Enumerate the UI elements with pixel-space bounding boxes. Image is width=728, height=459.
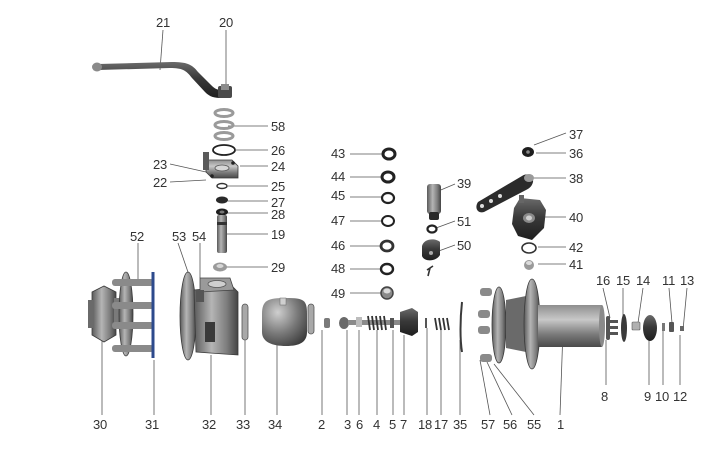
label-41: 41 xyxy=(569,257,584,272)
part-58-washers xyxy=(213,108,235,141)
part-2-small-washer xyxy=(324,318,330,328)
part-34-ball xyxy=(262,297,307,346)
label-23: 23 xyxy=(153,157,168,172)
label-9: 9 xyxy=(644,389,652,404)
label-29: 29 xyxy=(271,260,286,275)
label-13: 13 xyxy=(680,273,695,288)
part-42-o-ring xyxy=(521,242,537,254)
label-43: 43 xyxy=(331,146,346,161)
part-51-small-o-ring xyxy=(426,224,438,234)
label-10: 10 xyxy=(655,389,670,404)
label-48: 48 xyxy=(331,261,346,276)
label-36: 36 xyxy=(569,146,584,161)
label-14: 14 xyxy=(636,273,651,288)
part-35-seat-ring-b xyxy=(307,303,315,335)
label-32: 32 xyxy=(202,417,217,432)
part-32-valve-body xyxy=(179,271,239,361)
part-10-small-pin xyxy=(662,323,665,331)
label-45: 45 xyxy=(331,188,346,203)
label-44: 44 xyxy=(331,169,346,184)
label-5: 5 xyxy=(389,417,397,432)
label-56: 56 xyxy=(503,417,518,432)
label-39: 39 xyxy=(457,176,472,191)
part-13-small-screw xyxy=(680,326,684,331)
part-20-lever-nut xyxy=(218,84,232,98)
label-11: 11 xyxy=(662,273,676,288)
part-18-pin xyxy=(425,318,427,328)
part-50-latch-block xyxy=(422,239,440,277)
label-25: 25 xyxy=(271,179,286,194)
part-28-thrust-washer xyxy=(216,208,228,216)
label-28: 28 xyxy=(271,207,286,222)
o-ring-column xyxy=(379,147,397,300)
part-33-seat-ring xyxy=(241,303,249,341)
label-2: 2 xyxy=(318,417,326,432)
label-7: 7 xyxy=(400,417,408,432)
label-4: 4 xyxy=(373,417,381,432)
part-24-bracket-plate xyxy=(203,152,239,179)
label-6: 6 xyxy=(356,417,364,432)
label-24: 24 xyxy=(271,159,286,174)
part-9-end-cap xyxy=(643,315,657,341)
label-21: 21 xyxy=(156,15,171,30)
part-26-o-ring xyxy=(212,144,236,156)
label-17: 17 xyxy=(434,417,449,432)
label-50: 50 xyxy=(457,238,472,253)
label-58: 58 xyxy=(271,119,286,134)
part-30-hex-end-connector xyxy=(88,285,122,343)
part-3-7-plunger-assembly xyxy=(339,308,418,336)
part-27-packing xyxy=(216,196,228,204)
label-30: 30 xyxy=(93,417,108,432)
part-11-bushing xyxy=(669,322,674,332)
label-33: 33 xyxy=(236,417,251,432)
label-49: 49 xyxy=(331,286,346,301)
label-26: 26 xyxy=(271,143,286,158)
label-38: 38 xyxy=(569,171,584,186)
part-25-small-o-ring xyxy=(216,182,228,190)
label-18: 18 xyxy=(418,417,433,432)
label-1: 1 xyxy=(557,417,565,432)
label-20: 20 xyxy=(219,15,234,30)
label-8: 8 xyxy=(601,389,609,404)
part-29-stem-seal xyxy=(213,262,227,272)
label-46: 46 xyxy=(331,238,346,253)
label-54: 54 xyxy=(192,229,207,244)
part-39-cylinder-pin xyxy=(427,184,441,220)
label-31: 31 xyxy=(145,417,160,432)
part-1-outlet-body xyxy=(478,278,605,370)
label-16: 16 xyxy=(596,273,611,288)
label-15: 15 xyxy=(616,273,631,288)
label-47: 47 xyxy=(331,213,346,228)
part-36-cam-washer xyxy=(522,147,534,157)
part-52-flange-studs xyxy=(112,271,154,357)
label-52: 52 xyxy=(130,229,145,244)
label-53: 53 xyxy=(172,229,187,244)
label-55: 55 xyxy=(527,417,542,432)
label-34: 34 xyxy=(268,417,283,432)
label-51: 51 xyxy=(457,214,472,229)
part-21-handle-lever xyxy=(92,62,226,98)
part-19-stem xyxy=(217,215,227,253)
label-42: 42 xyxy=(569,240,584,255)
label-22: 22 xyxy=(153,175,168,190)
label-3: 3 xyxy=(344,417,352,432)
label-19: 19 xyxy=(271,227,286,242)
label-35: 35 xyxy=(453,417,468,432)
part-14-plug xyxy=(631,321,641,331)
part-38-link-arm xyxy=(476,174,534,213)
label-37: 37 xyxy=(569,127,584,142)
label-12: 12 xyxy=(673,389,688,404)
part-15-gasket xyxy=(621,314,627,342)
part-8-16-pin-bracket xyxy=(606,316,618,340)
part-41-bushing xyxy=(524,260,534,270)
part-35-large-gasket xyxy=(459,301,463,353)
label-27: 27 xyxy=(271,195,286,210)
part-17-spring xyxy=(434,317,450,331)
part-40-cam-housing xyxy=(512,195,546,240)
label-40: 40 xyxy=(569,210,584,225)
label-57: 57 xyxy=(481,417,496,432)
